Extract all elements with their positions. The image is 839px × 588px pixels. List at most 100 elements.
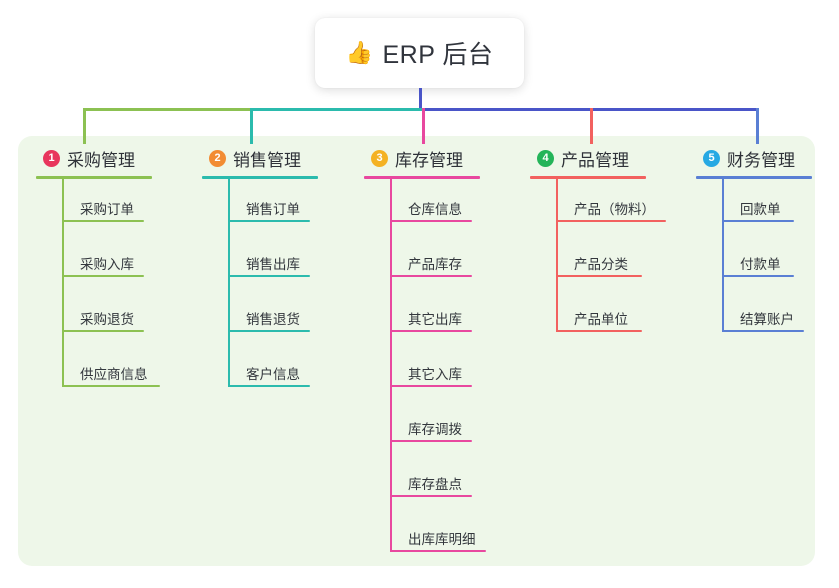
- module-item-rule: [390, 440, 472, 442]
- module-item[interactable]: 供应商信息: [62, 357, 164, 387]
- module-item[interactable]: 产品库存: [390, 247, 476, 277]
- module-column-4: 4 产品管理产品（物料） 产品分类产品单位: [524, 146, 666, 332]
- module-item[interactable]: 销售订单: [228, 192, 314, 222]
- root-title-text: ERP 后台: [382, 41, 494, 69]
- module-item-label: 其它出库: [408, 312, 462, 327]
- drop-purchase: [83, 108, 86, 144]
- module-header-4[interactable]: 4 产品管理: [524, 146, 629, 170]
- module-header-rule: [530, 176, 646, 179]
- module-item[interactable]: 其它出库: [390, 302, 476, 332]
- module-item-rule: [390, 275, 472, 277]
- module-title: 采购管理: [67, 150, 135, 170]
- module-item[interactable]: 采购退货: [62, 302, 148, 332]
- drop-sales: [250, 108, 253, 144]
- module-item[interactable]: 产品（物料）: [556, 192, 670, 222]
- module-item-rule: [228, 385, 310, 387]
- module-item-rule: [556, 330, 642, 332]
- module-item-label: 销售出库: [246, 257, 300, 272]
- module-item-label: 采购退货: [80, 312, 134, 327]
- module-item-rule: [390, 550, 486, 552]
- module-item-label: 产品库存: [408, 257, 462, 272]
- module-item-rule: [556, 220, 666, 222]
- module-item[interactable]: 销售出库: [228, 247, 314, 277]
- root-title: 👍 ERP 后台: [346, 35, 494, 71]
- module-item-label: 客户信息: [246, 367, 300, 382]
- module-item[interactable]: 客户信息: [228, 357, 314, 387]
- module-item-label: 供应商信息: [80, 367, 148, 382]
- module-title: 产品管理: [561, 150, 629, 170]
- bus-seg-purchase: [83, 108, 250, 111]
- module-item-label: 回款单: [740, 202, 781, 217]
- module-item-rule: [228, 330, 310, 332]
- module-item-label: 库存盘点: [408, 477, 462, 492]
- module-item[interactable]: 付款单: [722, 247, 798, 277]
- module-item[interactable]: 其它入库: [390, 357, 476, 387]
- module-item-rule: [62, 275, 144, 277]
- module-trunk-line: [62, 179, 64, 387]
- module-item[interactable]: 销售退货: [228, 302, 314, 332]
- module-item[interactable]: 出库库明细: [390, 522, 490, 552]
- module-item-label: 销售订单: [246, 202, 300, 217]
- module-item-rule: [62, 385, 160, 387]
- module-number-badge: 2: [209, 149, 226, 167]
- module-item-rule: [62, 220, 144, 222]
- module-item-rule: [556, 275, 642, 277]
- drop-finance: [756, 108, 759, 144]
- module-item-rule: [390, 330, 472, 332]
- module-header-rule: [36, 176, 152, 179]
- drop-product: [590, 108, 593, 144]
- bus-seg-sales: [250, 108, 422, 111]
- root-drop-line: [419, 88, 422, 111]
- thumbs-up-icon: 👍: [345, 40, 374, 65]
- module-item[interactable]: 结算账户: [722, 302, 808, 332]
- module-header-5[interactable]: 5 财务管理: [690, 146, 795, 170]
- module-item-rule: [228, 275, 310, 277]
- module-item[interactable]: 采购入库: [62, 247, 148, 277]
- module-item-rule: [722, 220, 794, 222]
- module-item-rule: [722, 275, 794, 277]
- module-item[interactable]: 采购订单: [62, 192, 148, 222]
- module-title: 财务管理: [727, 150, 795, 170]
- module-item-label: 产品单位: [574, 312, 628, 327]
- drop-inventory: [422, 108, 425, 144]
- module-item-label: 采购订单: [80, 202, 134, 217]
- module-item-label: 出库库明细: [408, 532, 476, 547]
- module-item-label: 结算账户: [740, 312, 794, 327]
- modules-panel: [18, 136, 815, 566]
- module-item-label: 其它入库: [408, 367, 462, 382]
- module-number-badge: 5: [703, 149, 720, 167]
- module-item-label: 采购入库: [80, 257, 134, 272]
- module-item[interactable]: 回款单: [722, 192, 798, 222]
- module-trunk-line: [390, 179, 392, 552]
- module-item[interactable]: 仓库信息: [390, 192, 476, 222]
- module-trunk-line: [556, 179, 558, 332]
- module-item-rule: [722, 330, 804, 332]
- module-item-label: 库存调拨: [408, 422, 462, 437]
- module-column-5: 5 财务管理回款单付款单结算账户: [690, 146, 812, 332]
- module-item-rule: [390, 495, 472, 497]
- module-number-badge: 1: [43, 149, 60, 167]
- module-item-label: 付款单: [740, 257, 781, 272]
- module-header-1[interactable]: 1 采购管理: [30, 146, 135, 170]
- module-item-rule: [228, 220, 310, 222]
- module-header-rule: [202, 176, 318, 179]
- module-item-rule: [390, 385, 472, 387]
- module-item-label: 产品（物料）: [574, 202, 655, 217]
- module-item[interactable]: 产品分类: [556, 247, 646, 277]
- module-header-2[interactable]: 2 销售管理: [196, 146, 301, 170]
- module-item-rule: [62, 330, 144, 332]
- module-item-label: 销售退货: [246, 312, 300, 327]
- module-item[interactable]: 库存盘点: [390, 467, 476, 497]
- module-title: 销售管理: [233, 150, 301, 170]
- module-title: 库存管理: [395, 150, 463, 170]
- module-item[interactable]: 产品单位: [556, 302, 646, 332]
- module-header-rule: [364, 176, 480, 179]
- module-item[interactable]: 库存调拨: [390, 412, 476, 442]
- module-item-label: 仓库信息: [408, 202, 462, 217]
- root-node-card[interactable]: 👍 ERP 后台: [315, 18, 524, 88]
- module-number-badge: 4: [537, 149, 554, 167]
- module-column-2: 2 销售管理销售订单销售出库销售退货客户信息: [196, 146, 318, 387]
